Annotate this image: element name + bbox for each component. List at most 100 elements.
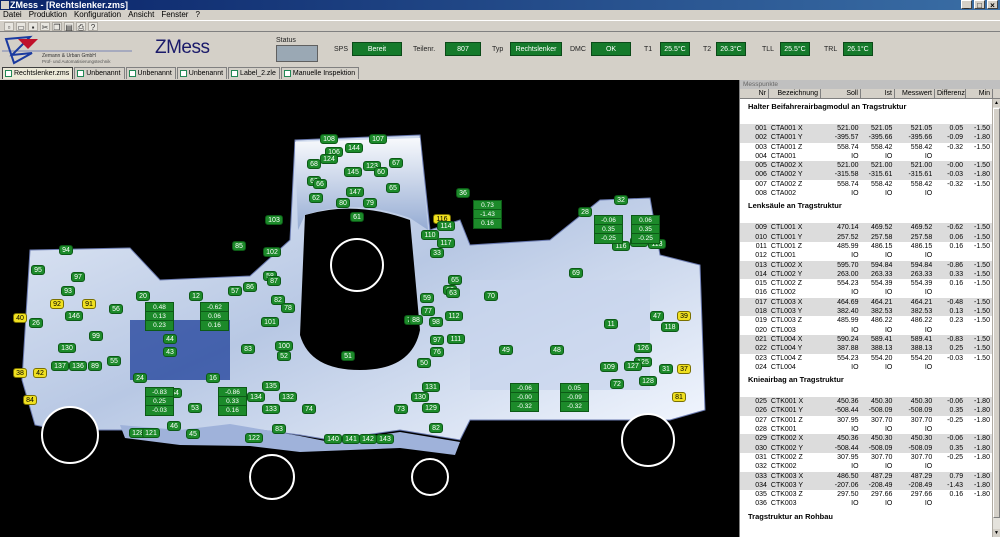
measure-point-marker[interactable]: 77 [421, 306, 435, 316]
cut-icon[interactable]: ✂ [40, 22, 50, 32]
measure-point-marker[interactable]: 28 [578, 207, 592, 217]
measure-point-marker[interactable]: 128 [639, 376, 657, 386]
measure-point-marker[interactable]: 49 [499, 345, 513, 355]
measure-point-marker[interactable]: 145 [344, 167, 362, 177]
measure-point-marker[interactable]: 55 [107, 356, 121, 366]
measure-point-marker[interactable]: 57 [228, 286, 242, 296]
measure-point-marker[interactable]: 50 [417, 358, 431, 368]
save-icon[interactable]: ▪ [28, 22, 38, 32]
measure-point-marker[interactable]: 42 [33, 368, 47, 378]
measure-point-marker[interactable]: 129 [422, 403, 440, 413]
measure-point-marker[interactable]: 62 [309, 193, 323, 203]
deviation-value-box[interactable]: 0.05-0.09-0.32 [560, 383, 589, 412]
measure-point-marker[interactable]: 89 [88, 361, 102, 371]
col-nr[interactable]: Nr [740, 89, 769, 98]
menu-produktion[interactable]: Produktion [28, 10, 67, 19]
measure-point-marker[interactable]: 130 [411, 392, 429, 402]
measure-point-marker[interactable]: 53 [188, 403, 202, 413]
open-folder-icon[interactable]: ▭ [16, 22, 26, 32]
measure-point-marker[interactable]: 126 [634, 343, 652, 353]
measure-point-marker[interactable]: 46 [167, 421, 181, 431]
measure-point-marker[interactable]: 117 [437, 238, 455, 248]
measure-point-marker[interactable]: 40 [13, 313, 27, 323]
copy-icon[interactable]: ❐ [52, 22, 62, 32]
measure-point-marker[interactable]: 110 [421, 230, 439, 240]
measure-point-marker[interactable]: 135 [262, 381, 280, 391]
measure-point-marker[interactable]: 84 [23, 395, 37, 405]
measure-point-marker[interactable]: 65 [448, 275, 462, 285]
measure-point-marker[interactable]: 47 [650, 311, 664, 321]
measure-point-marker[interactable]: 31 [659, 364, 673, 374]
measure-point-marker[interactable]: 95 [31, 265, 45, 275]
measure-point-marker[interactable]: 79 [363, 198, 377, 208]
close-button[interactable]: × [987, 0, 998, 10]
measure-point-marker[interactable]: 147 [346, 187, 364, 197]
measure-point-marker[interactable]: 87 [267, 276, 281, 286]
measure-point-marker[interactable]: 48 [550, 345, 564, 355]
measure-point-marker[interactable]: 92 [50, 299, 64, 309]
measure-point-marker[interactable]: 102 [263, 247, 281, 257]
measure-point-marker[interactable]: 80 [336, 198, 350, 208]
measure-point-marker[interactable]: 65 [386, 183, 400, 193]
measure-point-marker[interactable]: 26 [29, 318, 43, 328]
measure-point-marker[interactable]: 78 [281, 303, 295, 313]
measure-point-marker[interactable]: 108 [320, 134, 338, 144]
measure-point-marker[interactable]: 36 [456, 188, 470, 198]
measure-point-marker[interactable]: 122 [245, 433, 263, 443]
menu-help[interactable]: ? [195, 10, 200, 19]
measure-point-marker[interactable]: 140 [324, 434, 342, 444]
measure-point-marker[interactable]: 130 [58, 343, 76, 353]
measure-point-marker[interactable]: 137 [51, 361, 69, 371]
measure-point-marker[interactable]: 39 [677, 311, 691, 321]
measure-point-marker[interactable]: 12 [189, 291, 203, 301]
measure-point-marker[interactable]: 97 [430, 335, 444, 345]
measure-point-marker[interactable]: 85 [232, 241, 246, 251]
minimize-button[interactable]: _ [961, 0, 972, 10]
measure-point-marker[interactable]: 124 [320, 154, 338, 164]
measure-point-marker[interactable]: 133 [262, 404, 280, 414]
measure-point-marker[interactable]: 63 [446, 288, 460, 298]
col-differenz[interactable]: Differenz [937, 89, 966, 98]
measure-point-marker[interactable]: 70 [484, 291, 498, 301]
col-ist[interactable]: Ist [861, 89, 895, 98]
measure-point-marker[interactable]: 16 [206, 373, 220, 383]
measure-point-marker[interactable]: 37 [677, 364, 691, 374]
measure-point-marker[interactable]: 11 [604, 319, 618, 329]
measure-point-marker[interactable]: 44 [163, 334, 177, 344]
measure-point-marker[interactable]: 131 [422, 382, 440, 392]
col-soll[interactable]: Soll [821, 89, 861, 98]
help-icon[interactable]: ? [88, 22, 98, 32]
measure-point-marker[interactable]: 142 [359, 434, 377, 444]
measure-point-marker[interactable]: 109 [600, 362, 618, 372]
measure-point-marker[interactable]: 67 [389, 158, 403, 168]
col-bezeichnung[interactable]: Bezeichnung [769, 89, 821, 98]
paste-icon[interactable]: ▤ [64, 22, 74, 32]
measure-point-marker[interactable]: 86 [243, 282, 257, 292]
measure-point-marker[interactable]: 123 [363, 161, 381, 171]
measure-point-marker[interactable]: 66 [313, 179, 327, 189]
measure-point-marker[interactable]: 146 [65, 311, 83, 321]
